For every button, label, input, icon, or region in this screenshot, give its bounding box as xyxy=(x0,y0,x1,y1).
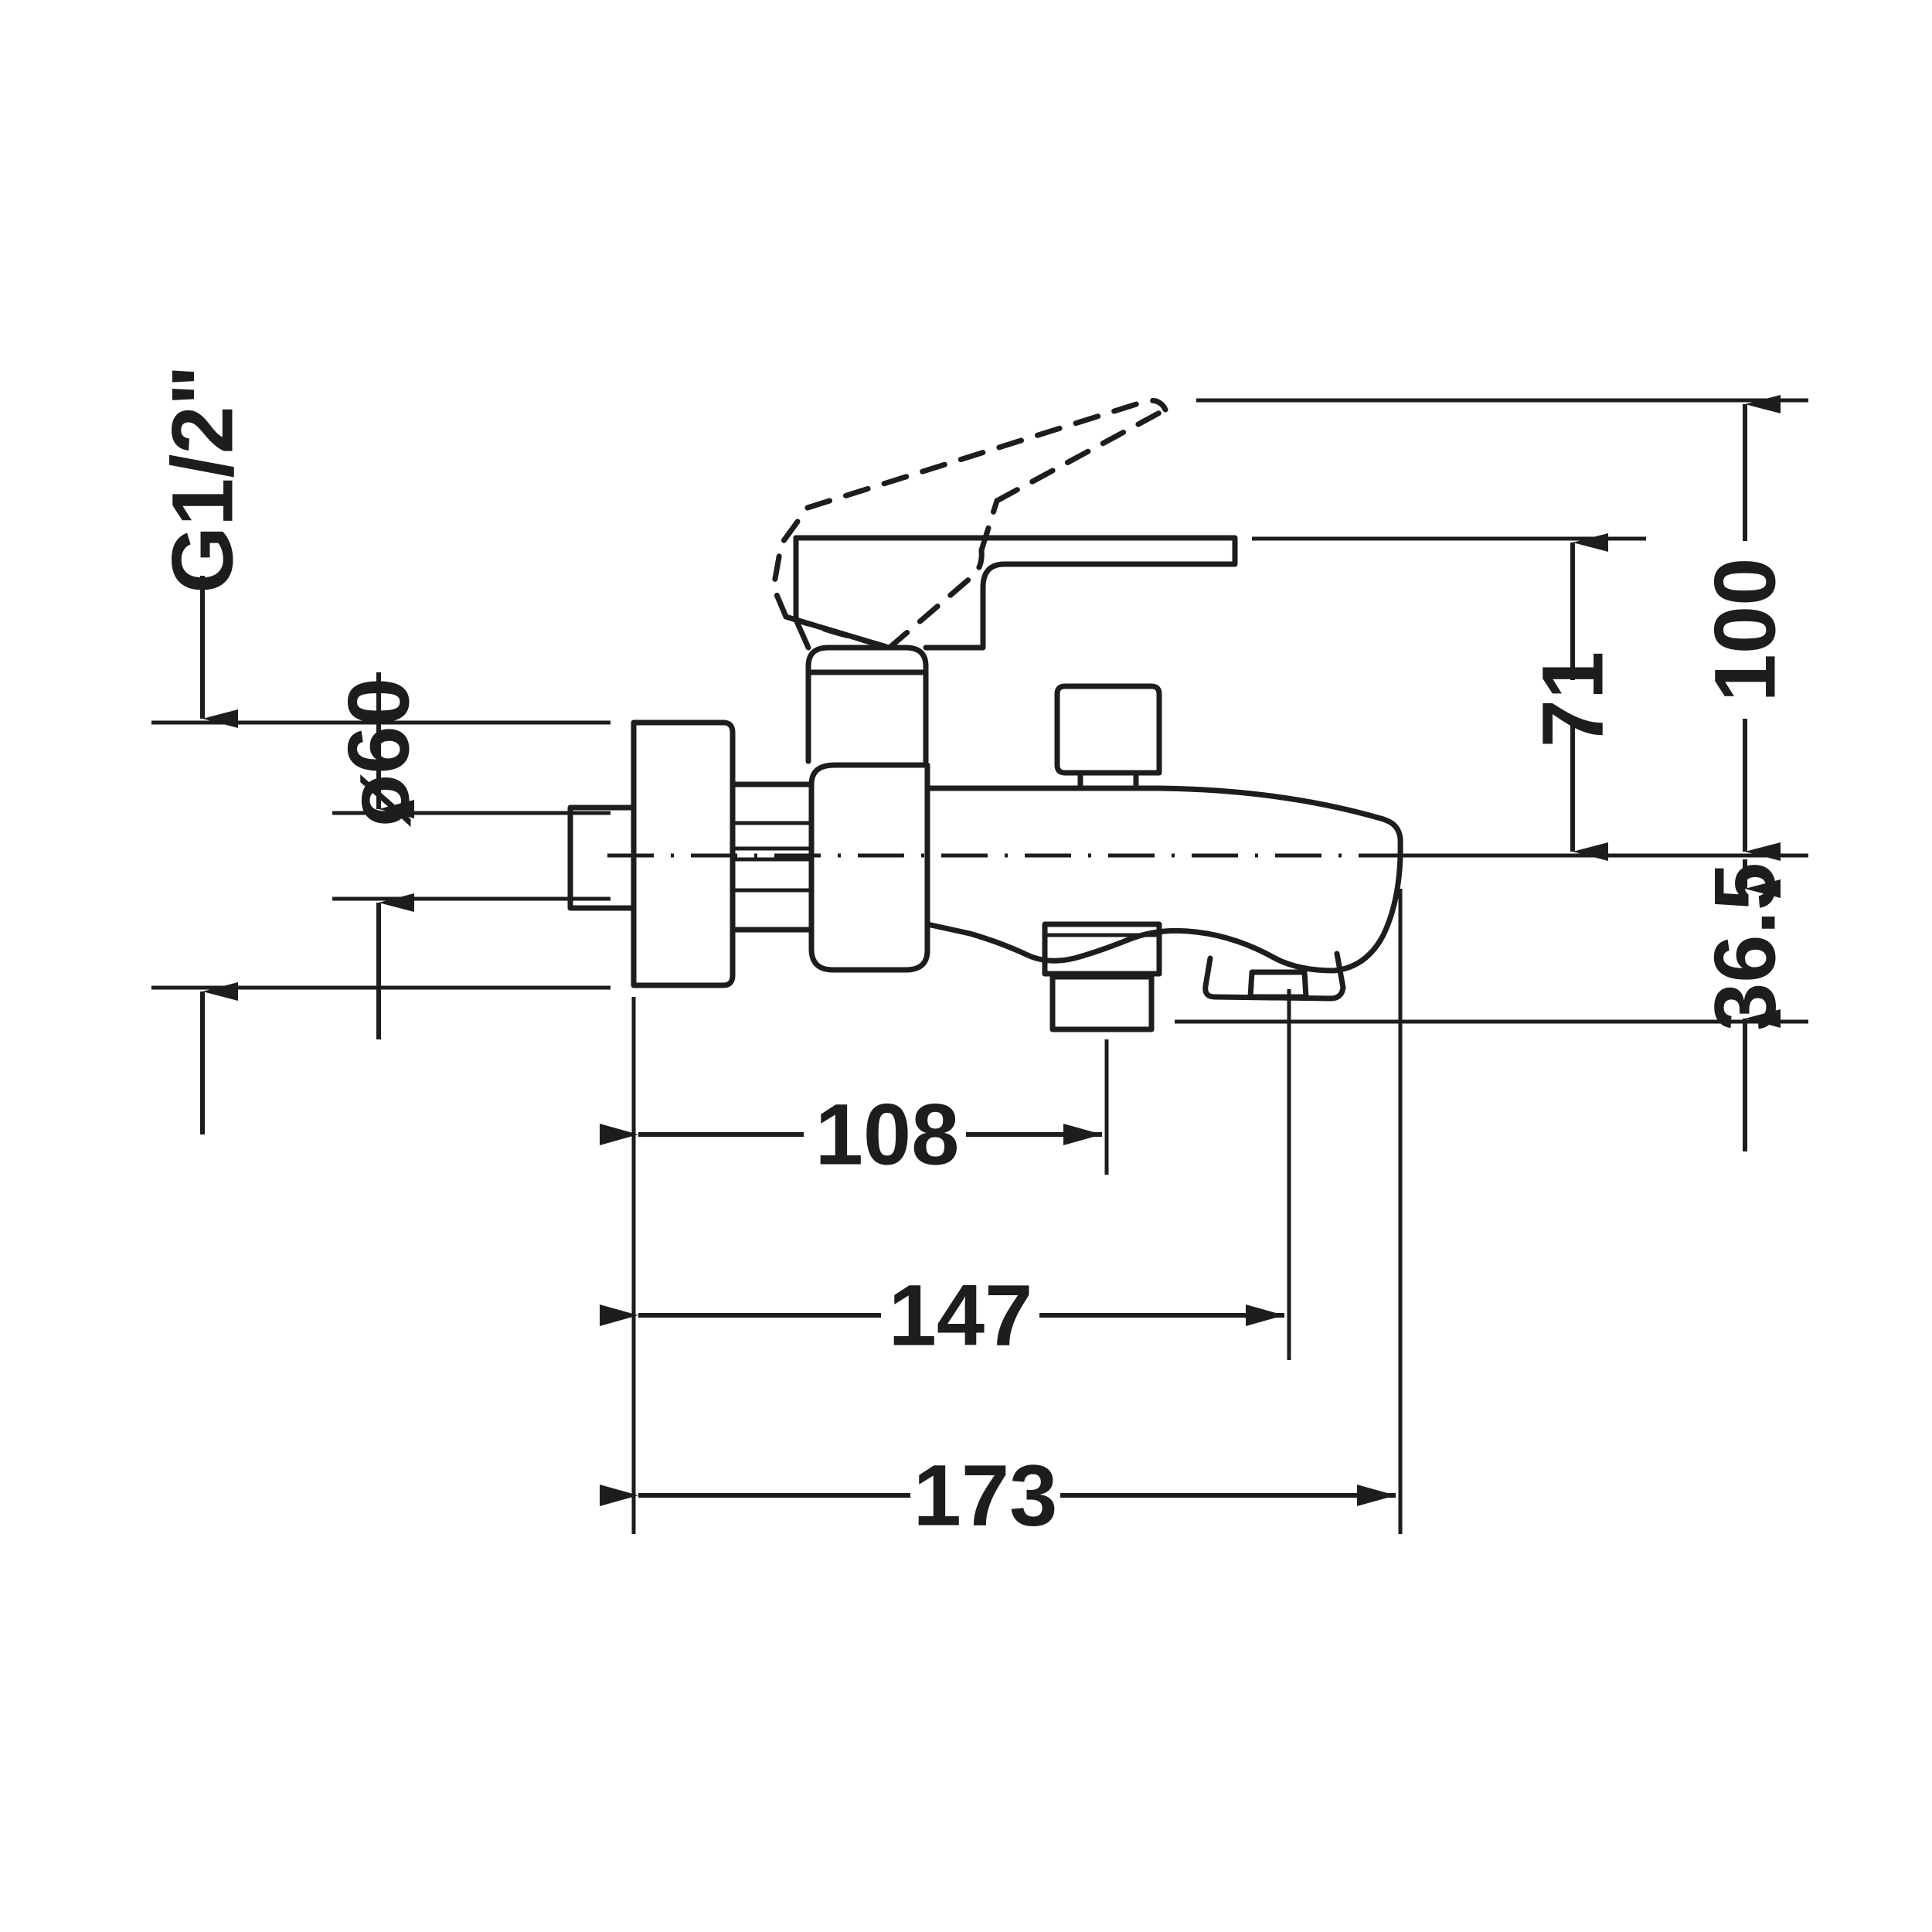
dimension-147: 147 xyxy=(600,1267,1284,1364)
dimension-diameter60: ø60 xyxy=(331,672,427,1039)
diverter-lever-slot xyxy=(1247,969,1309,1000)
spout-tip xyxy=(1331,835,1403,974)
dimension-label-173: 173 xyxy=(913,1447,1058,1544)
dimension-label-108: 108 xyxy=(815,1087,960,1183)
lever-handle-nose xyxy=(793,617,811,651)
diverter-button xyxy=(1054,683,1162,776)
dimension-label-d60: ø60 xyxy=(331,678,427,827)
spout-underside xyxy=(924,921,1337,974)
faucet-geometry xyxy=(567,397,1403,1032)
escutcheon xyxy=(631,719,736,988)
extension-lines xyxy=(151,398,1808,1534)
dimension-label-100: 100 xyxy=(1697,558,1794,702)
dimension-label-365: 36.5 xyxy=(1697,862,1794,1031)
dimension-173: 173 xyxy=(600,1447,1396,1544)
lever-handle-raised xyxy=(770,397,1168,651)
hose-outlet xyxy=(1042,921,1162,1032)
dimension-36-5: 36.5 xyxy=(1697,859,1794,1151)
spout-upper xyxy=(924,785,1403,842)
dimension-108: 108 xyxy=(600,1087,1102,1183)
knurled-collar xyxy=(730,781,815,933)
dimension-g12: G1/2" xyxy=(155,365,251,1134)
cartridge-riser xyxy=(805,669,929,764)
dimension-71: 71 xyxy=(1525,533,1621,861)
dimension-100: 100 xyxy=(1697,395,1794,861)
mixer-body xyxy=(808,762,930,973)
dimension-label-71: 71 xyxy=(1525,651,1621,748)
cartridge-cap xyxy=(805,645,929,675)
dimension-label-147: 147 xyxy=(889,1267,1033,1364)
lever-handle xyxy=(793,535,1238,651)
dimension-label-g12: G1/2" xyxy=(155,365,251,594)
wall-connector xyxy=(567,804,637,911)
lever-handle-underside xyxy=(793,535,892,651)
